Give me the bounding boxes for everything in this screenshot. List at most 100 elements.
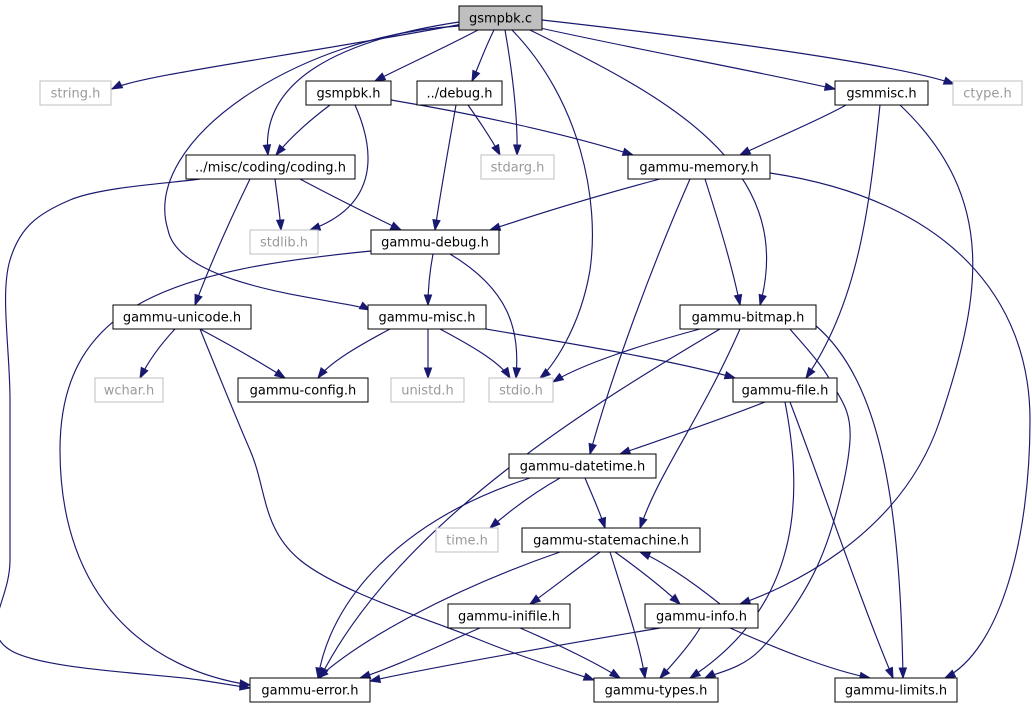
- edge-gsmpbk-c-to-gammu-bitmap-h: [529, 29, 767, 307]
- node-gammu-types-h[interactable]: gammu-types.h: [593, 677, 719, 703]
- arrowhead: [389, 221, 403, 231]
- node-box: [679, 304, 817, 330]
- edge-gammu-statemachine-h-to-gammu-types-h: [609, 551, 648, 680]
- edge-gsmpbk-c-to-gsmmisc-h: [539, 27, 837, 91]
- node-gammu-file-h[interactable]: gammu-file.h: [732, 377, 838, 403]
- edge-line: [369, 627, 661, 682]
- node-gammu-inifile-h[interactable]: gammu-inifile.h: [447, 603, 571, 629]
- edge-gammu-file-h-to-gammu-types-h: [688, 401, 795, 679]
- node-box: [834, 677, 958, 703]
- arrowhead: [669, 593, 682, 606]
- edge-line: [359, 627, 481, 679]
- arrowhead: [621, 147, 635, 156]
- node-label: gammu-memory.h: [639, 161, 758, 176]
- arrowhead: [368, 674, 382, 683]
- arrowhead: [638, 551, 652, 560]
- edge-gsmpbk-h-to-gammu-memory-h: [390, 99, 635, 156]
- node-unistd-h: unistd.h: [390, 377, 465, 403]
- edge-line: [317, 551, 561, 679]
- edge-line: [769, 172, 1031, 679]
- arrowhead: [194, 293, 203, 307]
- arrowhead: [733, 293, 743, 307]
- node-label: stdlib.h: [260, 236, 308, 251]
- edge-line: [529, 551, 601, 605]
- edge-gammu-inifile-h-to-gammu-error-h: [358, 627, 481, 679]
- node-label: ../debug.h: [426, 87, 492, 102]
- arrowhead: [500, 366, 511, 380]
- arrowhead: [488, 517, 501, 529]
- arrowhead: [688, 668, 702, 679]
- edge-line: [639, 328, 741, 529]
- arrowhead: [597, 516, 607, 530]
- arrowhead: [884, 666, 894, 680]
- edge-gammu-memory-h-to-gammu-limits-h: [769, 172, 1031, 679]
- node-gammu-error-h[interactable]: gammu-error.h: [249, 677, 371, 703]
- node-box: [521, 527, 701, 553]
- node-gammu-misc-h[interactable]: gammu-misc.h: [367, 304, 487, 330]
- node-box: [416, 80, 503, 106]
- node-box: [390, 377, 465, 403]
- node-box: [508, 453, 657, 479]
- node-gammu-unicode-h[interactable]: gammu-unicode.h: [112, 304, 252, 330]
- arrowhead: [512, 367, 522, 380]
- edge-line: [689, 401, 795, 679]
- arrowhead: [659, 667, 671, 680]
- node-box: [627, 154, 771, 180]
- node-stdlib-h: stdlib.h: [249, 229, 319, 255]
- arrowhead: [273, 368, 287, 379]
- edge-line: [317, 477, 531, 679]
- node-box: [732, 377, 838, 403]
- node-gammu-bitmap-h[interactable]: gammu-bitmap.h: [679, 304, 817, 330]
- edge-line: [609, 551, 646, 679]
- edge-line: [275, 104, 331, 156]
- edge-gammu-unicode-h-to-wchar-h: [139, 328, 176, 380]
- edge-gsmmisc-h-to-gammu-memory-h: [738, 104, 847, 156]
- edge-coding-h-to-gammu-debug-h: [299, 178, 403, 231]
- node-box: [488, 377, 554, 403]
- edge-gammu-debug-h-to-gammu-misc-h: [423, 253, 434, 307]
- node-label: gammu-misc.h: [378, 311, 475, 326]
- edge-line: [729, 627, 871, 679]
- node-debug-h[interactable]: ../debug.h: [416, 80, 503, 106]
- node-label: gammu-statemachine.h: [533, 534, 689, 549]
- arrowhead: [538, 368, 551, 379]
- edge-line: [814, 324, 904, 679]
- node-label: ../misc/coding/coding.h: [195, 161, 346, 176]
- edge-line: [317, 328, 391, 379]
- edge-gammu-misc-h-to-gammu-file-h: [485, 328, 737, 380]
- edge-line: [319, 328, 721, 679]
- edge-line: [439, 328, 511, 379]
- arrowhead: [639, 516, 648, 530]
- edge-line: [552, 328, 701, 383]
- arrowhead: [723, 370, 737, 380]
- arrowhead: [275, 144, 286, 157]
- edge-gammu-misc-h-to-gammu-config-h: [317, 328, 391, 380]
- arrowhead: [551, 372, 565, 383]
- node-label: gammu-types.h: [605, 684, 708, 699]
- arrowhead: [823, 82, 837, 91]
- node-box: [447, 603, 571, 629]
- edge-line: [739, 104, 974, 605]
- node-gsmmisc-h[interactable]: gsmmisc.h: [834, 80, 929, 106]
- node-gammu-datetime-h[interactable]: gammu-datetime.h: [508, 453, 657, 479]
- arrowhead: [423, 367, 433, 380]
- arrowhead: [703, 669, 717, 679]
- node-gammu-debug-h[interactable]: gammu-debug.h: [370, 229, 500, 255]
- node-label: unistd.h: [401, 384, 454, 399]
- arrowhead: [942, 76, 956, 85]
- edge-line: [194, 178, 251, 306]
- edge-gammu-memory-h-to-gammu-bitmap-h: [704, 178, 743, 307]
- node-gammu-limits-h[interactable]: gammu-limits.h: [834, 677, 958, 703]
- node-gsmpbk-h[interactable]: gsmpbk.h: [305, 80, 392, 106]
- node-gammu-config-h[interactable]: gammu-config.h: [237, 377, 369, 403]
- node-label: gammu-bitmap.h: [692, 311, 805, 326]
- edge-line: [309, 104, 369, 231]
- node-coding-h[interactable]: ../misc/coding/coding.h: [185, 154, 356, 180]
- edge-line: [0, 178, 251, 689]
- node-gammu-statemachine-h[interactable]: gammu-statemachine.h: [521, 527, 701, 553]
- node-gammu-info-h[interactable]: gammu-info.h: [644, 603, 759, 629]
- node-label: gammu-datetime.h: [520, 460, 646, 475]
- node-gammu-memory-h[interactable]: gammu-memory.h: [627, 154, 771, 180]
- edge-line: [805, 104, 881, 379]
